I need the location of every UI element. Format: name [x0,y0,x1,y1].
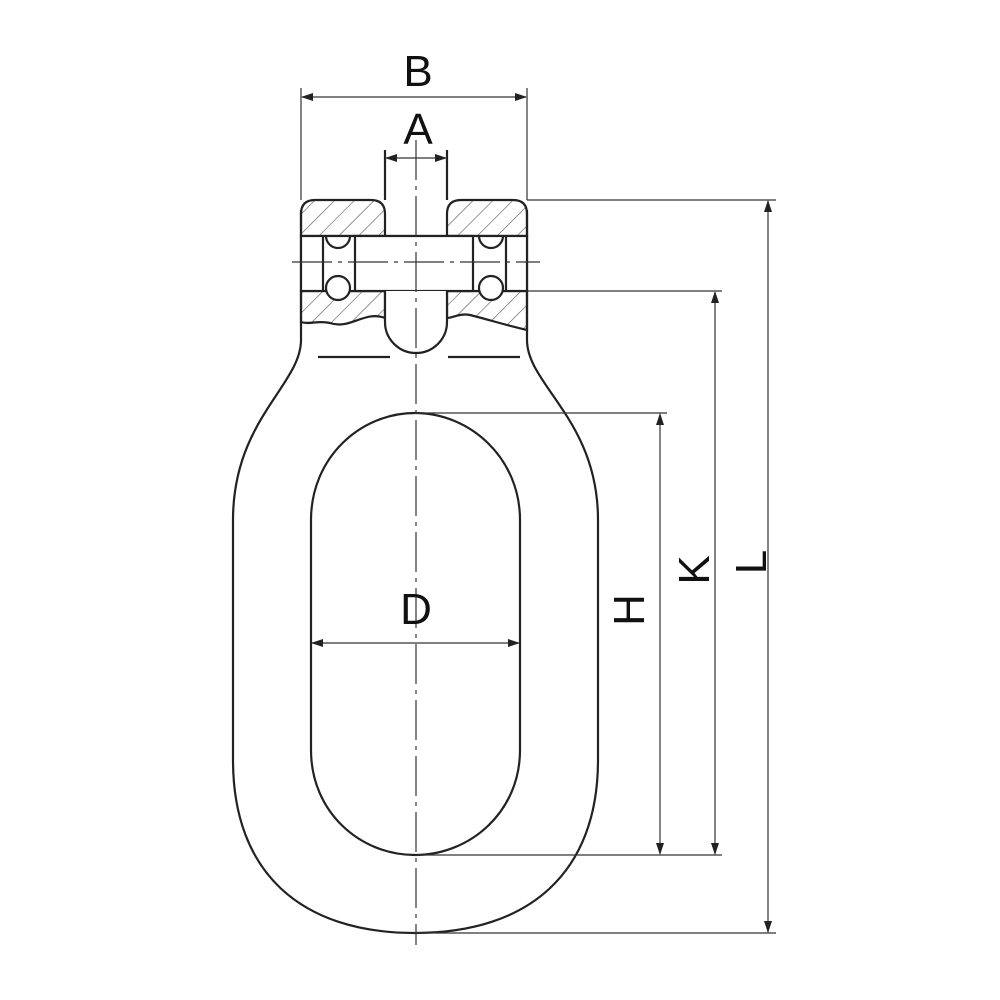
ball-left [324,274,352,302]
right-lower-section [445,289,529,332]
label-B: B [403,47,433,96]
pin [353,234,475,293]
left-lower-section [299,289,387,326]
label-H: H [605,594,654,626]
label-L: L [727,549,776,575]
label-K: K [670,555,719,585]
right-cap-section [445,198,529,238]
label-D: D [400,585,432,634]
link-inner-slot [309,411,522,857]
ball-right [477,274,505,302]
label-A: A [403,105,433,154]
left-cap-section [299,198,387,238]
